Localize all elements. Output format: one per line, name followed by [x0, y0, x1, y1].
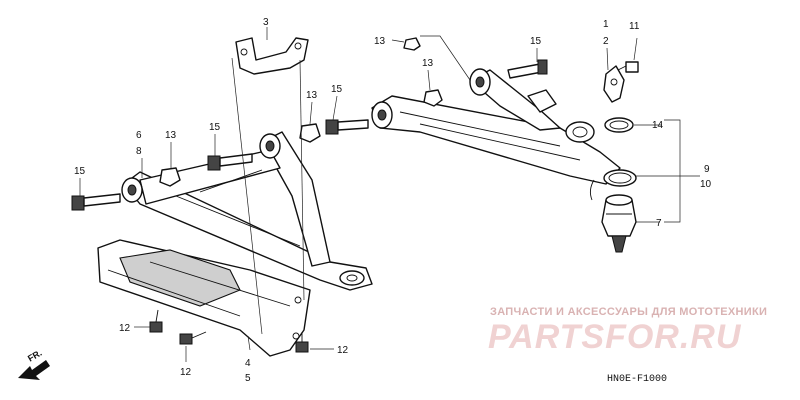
watermark-tagline: ЗАПЧАСТИ И АКСЕССУАРЫ ДЛЯ МОТОТЕХНИКИ: [490, 306, 768, 318]
nut-13-lower-b: [299, 123, 321, 143]
leader-lines: [79, 27, 700, 362]
bolt-11: [617, 61, 639, 73]
skid-plate-4-5: [97, 239, 311, 357]
label-8: 8: [136, 146, 142, 157]
seal-ring-14: [604, 117, 634, 133]
label-13-upper-b: 13: [422, 58, 434, 69]
label-1: 1: [603, 19, 609, 30]
nut-13-upper-b: [423, 89, 443, 107]
label-12-bottom: 12: [180, 367, 192, 378]
label-6: 6: [136, 130, 142, 141]
label-12-right: 12: [337, 345, 349, 356]
nut-13-upper-a: [403, 37, 421, 51]
label-7: 7: [656, 218, 662, 229]
part-labels: 3 13 13 15 1 2 11 14 9 10 7 15 13 15 6 8…: [74, 17, 712, 384]
bolt-12-left: [149, 309, 163, 333]
diagram-code: HN0E-F1000: [607, 374, 668, 385]
label-15-top: 15: [530, 36, 542, 47]
label-10: 10: [700, 179, 712, 190]
label-15-mid: 15: [209, 122, 221, 133]
bracket-3: [235, 37, 309, 75]
ball-joint-7: [601, 194, 637, 253]
bolt-15-top: [507, 59, 548, 79]
bolt-15-left: [71, 193, 121, 211]
upper-a-arm: [371, 68, 621, 201]
label-4: 4: [245, 358, 251, 369]
label-9: 9: [704, 164, 710, 175]
label-15-left: 15: [74, 166, 86, 177]
bolt-15-mid: [207, 153, 253, 171]
watermark-logo: PARTSFOR.RU: [488, 318, 742, 356]
label-12-left: 12: [119, 323, 131, 334]
bolt-12-bottom: [179, 331, 207, 345]
nut-13-lower-a: [159, 167, 181, 187]
label-2: 2: [603, 36, 609, 47]
bracket-1-2: [603, 65, 625, 103]
label-14: 14: [652, 120, 664, 131]
label-11: 11: [629, 21, 640, 32]
bolt-12-right: [295, 332, 309, 353]
label-15-upper-mid: 15: [331, 84, 343, 95]
label-3: 3: [263, 17, 269, 28]
label-5: 5: [245, 373, 251, 384]
label-13-lower-b: 13: [306, 90, 318, 101]
front-direction-arrow-icon: [18, 360, 50, 380]
label-13-lower-a: 13: [165, 130, 177, 141]
bolt-15-upper-mid: [325, 119, 369, 135]
circlip-9-10: [603, 169, 637, 187]
label-13-upper-a: 13: [374, 36, 386, 47]
